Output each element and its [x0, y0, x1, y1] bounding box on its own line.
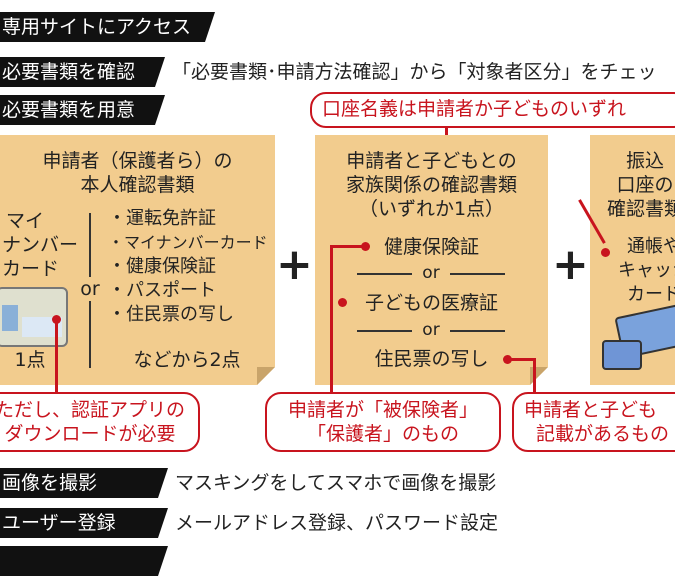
marker-dot [52, 315, 61, 324]
or-label: or [76, 277, 104, 301]
passbook-item: 通帳やキャッシカード [618, 236, 675, 305]
step-check-documents: 必要書類を確認 [0, 57, 165, 87]
step-user-registration-desc: メールアドレス登録、パスワード設定 [175, 512, 499, 534]
plus-icon: + [552, 239, 589, 290]
card2-title: 申請者と子どもとの家族関係の確認書類（いずれか1点） [345, 150, 517, 220]
page-fold [257, 367, 275, 385]
card1-title: 申請者（保護者ら）の本人確認書類 [42, 150, 233, 196]
count-one-point: 1点 [14, 349, 46, 371]
step-take-photo: 画像を撮影 [0, 468, 168, 498]
or-separator: or [417, 320, 445, 340]
marker-dot [601, 248, 610, 257]
connector-line [533, 358, 536, 393]
card3-title: 振込口座の確認書類 [606, 150, 675, 220]
or-separator: or [417, 263, 445, 283]
id-document-list: ・運転免許証・マイナンバーカード・健康保険証・パスポート・住民票の写し [108, 208, 268, 325]
step-take-photo-desc: マスキングをしてスマホで画像を撮影 [175, 472, 497, 494]
applicant-child-callout: 申請者と子ども記載があるもの [512, 392, 675, 452]
mynumber-card-label: マイナンバーカード [2, 210, 79, 280]
step-prepare-documents: 必要書類を用意 [0, 95, 165, 125]
step-next [0, 546, 168, 576]
child-medical-cert-item: 子どもの医療証 [364, 292, 498, 314]
connector-line [330, 245, 365, 248]
marker-dot [338, 298, 347, 307]
family-relation-card: 申請者と子どもとの家族関係の確認書類（いずれか1点） 健康保険証 or 子どもの… [315, 135, 548, 385]
connector-line [507, 358, 535, 361]
step-access-site: 専用サイトにアクセス [0, 12, 215, 42]
connector-line [330, 245, 333, 393]
insured-guardian-callout: 申請者が「被保険者」「保護者」のもの [265, 392, 501, 452]
connector-line [55, 320, 58, 392]
health-insurance-item: 健康保険証 [383, 236, 479, 258]
plus-icon: + [276, 239, 313, 290]
step-check-desc: 「必要書類･申請方法確認」から「対象者区分」をチェッ [172, 61, 657, 83]
account-holder-callout: 口座名義は申請者か子どものいずれ [310, 92, 675, 128]
identity-documents-card: 申請者（保護者ら）の本人確認書類 マイナンバーカード 1点 or ・運転免許証・… [0, 135, 275, 385]
count-two-points: などから2点 [133, 349, 241, 371]
card-icon [602, 340, 642, 370]
auth-app-callout: ただし、認証アプリのダウンロードが必要 [0, 392, 200, 452]
step-user-registration: ユーザー登録 [0, 508, 168, 538]
marker-dot [361, 242, 370, 251]
resident-cert-item: 住民票の写し [374, 348, 489, 370]
